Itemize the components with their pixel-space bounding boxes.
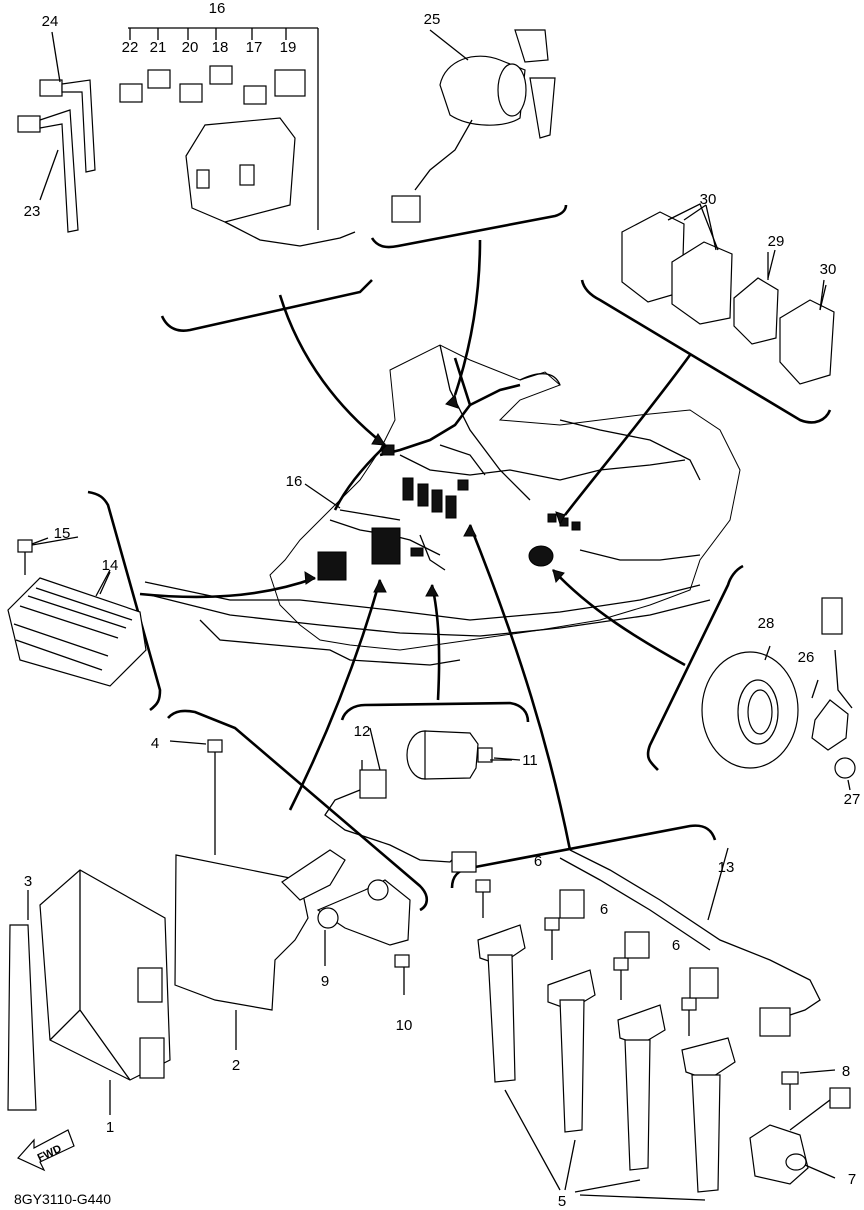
callout-30a: 30 <box>700 191 717 208</box>
callout-8: 8 <box>842 1063 850 1080</box>
callout-4: 4 <box>151 735 159 752</box>
callout-13: 13 <box>718 859 735 876</box>
callout-16: 16 <box>209 0 226 17</box>
callout-7: 7 <box>848 1171 856 1188</box>
ignition-coil-parts <box>475 849 821 1201</box>
ecu-parts <box>7 739 411 1115</box>
callout-11: 11 <box>522 752 538 769</box>
callout-15: 15 <box>54 525 71 542</box>
callout-10: 10 <box>396 1017 413 1034</box>
callout-21: 21 <box>150 39 167 56</box>
callout-23: 23 <box>24 203 41 220</box>
callout-24: 24 <box>42 13 59 30</box>
callout-14: 14 <box>102 557 119 574</box>
callout-29: 29 <box>768 233 785 250</box>
callout-18: 18 <box>212 39 229 56</box>
leader-lines <box>31 29 827 921</box>
vehicle-frame <box>144 344 741 666</box>
callout-28: 28 <box>758 615 775 632</box>
fwd-arrow-icon: FWD <box>17 1129 75 1172</box>
callout-30b: 30 <box>820 261 837 278</box>
pointer-lines <box>139 239 692 851</box>
fuse-parts <box>119 27 356 247</box>
callout-27: 27 <box>844 791 861 808</box>
ignition-switch-part <box>391 29 556 223</box>
diagram-code: 8GY3110-G440 <box>14 1191 111 1207</box>
callout-26: 26 <box>798 649 815 666</box>
callout-19: 19 <box>280 39 297 56</box>
rectifier-regulator-part <box>7 536 147 687</box>
pickup-rotor-part <box>701 597 856 791</box>
callout-6b: 6 <box>600 901 608 918</box>
callout-6a: 6 <box>534 853 542 870</box>
callout-9: 9 <box>321 973 329 990</box>
callout-16b: 16 <box>286 473 303 490</box>
callout-1: 1 <box>106 1119 114 1136</box>
callout-5: 5 <box>558 1193 566 1210</box>
callout-12: 12 <box>354 723 371 740</box>
callout-labels: 16 22 21 20 18 17 19 24 23 25 30 29 30 1… <box>24 0 861 1210</box>
relay-parts <box>621 203 835 385</box>
crank-sensor-part <box>749 1069 851 1185</box>
callout-25: 25 <box>424 11 441 28</box>
callout-2: 2 <box>232 1057 240 1074</box>
callout-22: 22 <box>122 39 139 56</box>
wire-clamp-parts <box>17 79 96 233</box>
callout-17: 17 <box>246 39 263 56</box>
callout-3: 3 <box>24 873 32 890</box>
group-brackets <box>87 204 832 912</box>
callout-20: 20 <box>182 39 199 56</box>
pressure-sensor-part <box>324 727 512 873</box>
callout-6c: 6 <box>672 937 680 954</box>
frame-connectors <box>317 444 581 581</box>
